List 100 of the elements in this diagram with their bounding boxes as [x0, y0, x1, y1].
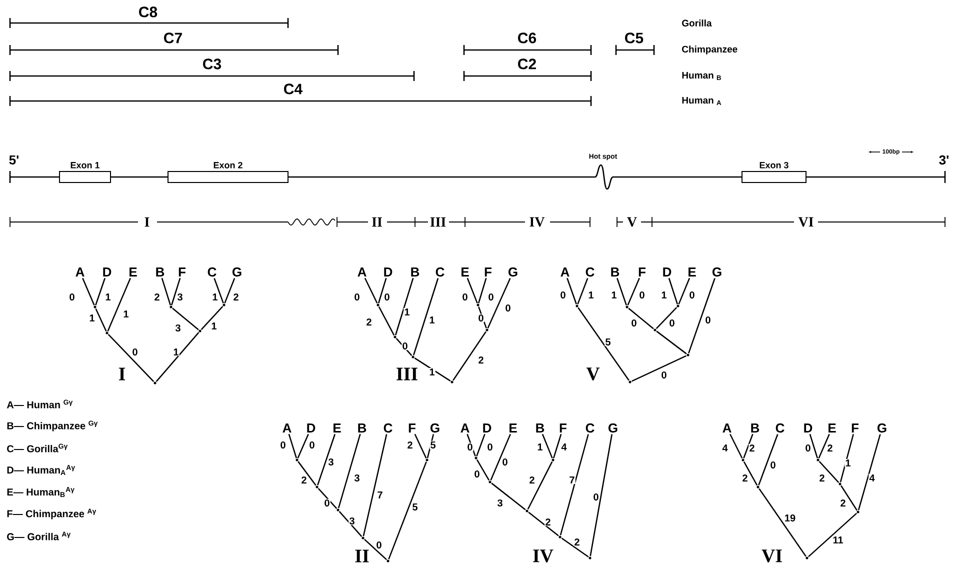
tree-numeral: IV	[533, 550, 554, 562]
tree-branch	[561, 538, 589, 558]
tree-branch	[476, 459, 490, 481]
clone-label: C4	[284, 84, 303, 94]
taxon-letter: E	[130, 268, 137, 276]
branch-point	[198, 330, 202, 332]
branch-length: 0	[384, 292, 390, 302]
branch-length: 2	[748, 444, 756, 452]
taxon-letter: B	[536, 424, 544, 432]
branch-length: 4	[722, 444, 728, 452]
tree-branch	[818, 461, 840, 483]
branch-point	[628, 380, 632, 384]
branch-length: 0	[688, 290, 696, 300]
tree-branch	[487, 278, 511, 328]
clone-label: C7	[164, 32, 182, 44]
taxon-letter: F	[560, 424, 566, 432]
tree-branch	[809, 434, 818, 458]
branch-length: 2	[478, 356, 484, 364]
tree-branch	[668, 278, 678, 304]
taxon-letter: F	[638, 268, 646, 276]
branch-length: 2	[528, 476, 536, 484]
tree-branch	[108, 334, 154, 382]
key-entry: F— Chimpanzee $^{Aγ}$	[7, 508, 96, 520]
tree-branch	[362, 434, 388, 536]
exon-label: Exon 3	[760, 162, 788, 168]
taxon-letter: F	[484, 268, 492, 276]
branch-length: 0	[560, 290, 566, 300]
branch-length: 2	[154, 292, 160, 302]
branch-point	[94, 306, 96, 308]
branch-length: 1	[844, 458, 852, 468]
taxon-letter: G	[608, 423, 618, 433]
taxon-letter: E	[510, 424, 517, 432]
taxon-letter: B	[611, 268, 620, 276]
tree-branch	[338, 434, 361, 508]
branch-length: 0	[478, 314, 484, 322]
tree-branch	[378, 306, 395, 336]
branch-length: 1	[104, 292, 112, 302]
tree-branch	[466, 278, 478, 304]
branch-point	[336, 508, 340, 512]
branch-point	[170, 306, 172, 308]
tree-branch	[758, 434, 778, 486]
tree-branch	[172, 308, 199, 330]
branch-point	[806, 556, 808, 560]
branch-length: 0	[68, 292, 76, 302]
branch-length: 0	[280, 440, 286, 450]
branch-length: 5	[412, 502, 418, 512]
branch-length: 1	[172, 348, 180, 356]
tree-branch	[743, 434, 754, 458]
branch-length: 0	[324, 498, 330, 508]
tree-branch	[632, 355, 687, 382]
branch-length: 0	[770, 460, 776, 470]
branch-length: 2	[826, 444, 834, 452]
branch-length: 0	[466, 442, 474, 452]
tree-branch	[214, 278, 224, 304]
branch-length: 3	[354, 474, 360, 482]
taxon-letter: D	[307, 424, 316, 432]
branch-point	[486, 328, 488, 332]
tree-branch	[414, 358, 451, 382]
tree-branch	[577, 278, 588, 304]
tree-branch	[858, 434, 881, 510]
branch-point	[106, 332, 108, 334]
clone-label: C2	[518, 58, 536, 70]
branch-point	[296, 458, 298, 462]
branch-length: 3	[328, 458, 334, 466]
tree-branch	[298, 461, 316, 486]
branch-point	[488, 480, 492, 484]
taxon-letter: E	[688, 268, 696, 276]
branch-point	[526, 510, 528, 512]
tree-branch	[840, 485, 858, 511]
tree-branch	[364, 538, 388, 560]
tree-branch	[590, 434, 613, 556]
tree-branch	[394, 278, 414, 336]
branch-length: 0	[504, 304, 512, 312]
branch-point	[154, 382, 156, 384]
end-label: 3'	[939, 155, 948, 165]
branch-length: 1	[610, 290, 618, 300]
tree-branch	[95, 308, 107, 332]
branch-length: 0	[668, 318, 676, 328]
species-label: Gorilla	[682, 20, 712, 26]
clone-label: C8	[139, 6, 158, 18]
tree-branch	[156, 332, 200, 382]
tree-numeral: II	[355, 550, 369, 562]
branch-length: 1	[210, 322, 218, 330]
branch-point	[362, 536, 364, 540]
taxon-letter: A	[722, 424, 732, 432]
taxon-letter: C	[586, 423, 594, 433]
clone-label: C5	[625, 32, 644, 44]
branch-point	[654, 328, 656, 332]
tree-branch	[678, 278, 690, 304]
branch-point	[426, 458, 428, 462]
branch-length: 1	[660, 290, 668, 300]
branch-length: 1	[588, 290, 594, 300]
region-numeral: I	[144, 217, 150, 227]
species-label: Chimpanzee	[682, 46, 738, 54]
branch-point	[450, 380, 454, 384]
taxon-letter: B	[411, 268, 420, 276]
tree-branch	[616, 278, 627, 306]
taxon-letter: A	[358, 268, 366, 276]
branch-point	[742, 458, 744, 462]
taxon-letter: B	[751, 424, 760, 432]
